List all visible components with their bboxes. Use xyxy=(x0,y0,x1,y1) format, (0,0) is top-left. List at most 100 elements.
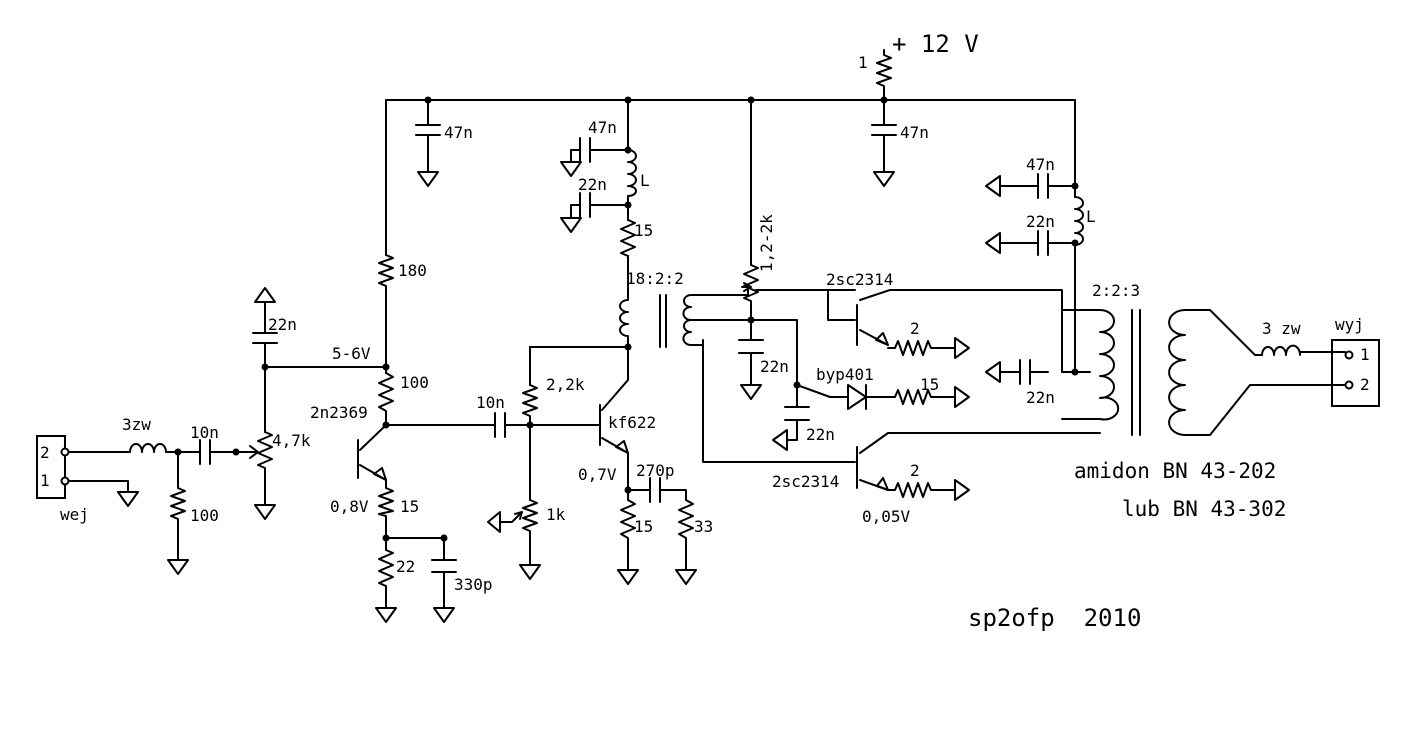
ground-icon xyxy=(417,171,439,187)
pot-wiper-1k xyxy=(511,511,523,523)
cap-22n-diode xyxy=(784,406,810,421)
resistor-2k2-label: 2,2k xyxy=(546,375,585,394)
pin-icon xyxy=(60,447,70,457)
ground-side-icon xyxy=(985,175,1001,197)
cap-22n-t1 xyxy=(738,339,764,354)
resistor-15-q2-label: 15 xyxy=(634,517,653,536)
junction xyxy=(424,96,432,104)
inductor-l2-label: L xyxy=(1086,207,1096,226)
ground-icon xyxy=(433,607,455,623)
core-note-2: lub BN 43-302 xyxy=(1122,497,1286,521)
input-connector-label: wej xyxy=(60,505,89,524)
connector-box xyxy=(36,435,66,499)
ground-right-icon xyxy=(954,386,970,408)
inductors xyxy=(129,149,1301,453)
voltage-5-6v-label: 5-6V xyxy=(332,344,371,363)
potentiometer-4-7k xyxy=(257,431,273,473)
pin-icon xyxy=(1344,350,1354,360)
junction xyxy=(526,421,534,429)
cap-22n-t1-label: 22n xyxy=(760,357,789,376)
supply-voltage-label: + 12 V xyxy=(892,30,979,58)
resistor-180 xyxy=(378,254,394,293)
q4-emitter-arrow xyxy=(876,477,889,491)
inductor-l1 xyxy=(627,149,637,197)
resistor-100-input xyxy=(170,487,186,525)
ground-side-icon xyxy=(985,232,1001,254)
resistor-1-2k-label: 1,2-2k xyxy=(757,214,776,272)
ground-side-icon xyxy=(487,511,501,533)
q3-emitter-arrow xyxy=(875,332,889,346)
resistor-22 xyxy=(378,549,394,589)
pot-wiper-1-2k xyxy=(741,282,752,292)
resistor-15-collector-label: 15 xyxy=(634,221,653,240)
pot-wiper xyxy=(235,445,259,459)
ground-right-icon xyxy=(954,337,970,359)
junction xyxy=(624,201,632,209)
output-connector-label: wyj xyxy=(1335,315,1364,334)
cap-10n-coupling-label: 10n xyxy=(476,393,505,412)
cap-47n-right-label: 47n xyxy=(900,123,929,142)
junction xyxy=(440,534,448,542)
ground-side-icon xyxy=(985,361,1001,383)
junction xyxy=(382,534,390,542)
cap-47n-l1 xyxy=(579,137,591,163)
junction xyxy=(382,421,390,429)
cap-22n-l1 xyxy=(579,192,591,218)
transistor-q3-label: 2sc2314 xyxy=(826,270,893,289)
resistor-15-emitter xyxy=(378,487,394,523)
junction xyxy=(747,316,755,324)
junction xyxy=(174,448,182,456)
cap-22n-l1-label: 22n xyxy=(578,175,607,194)
junction xyxy=(624,96,632,104)
transformer-t1-label: 18:2:2 xyxy=(626,269,684,288)
diode-label: byp401 xyxy=(816,365,874,384)
resistor-supply xyxy=(876,49,892,101)
cap-10n-input xyxy=(199,439,211,465)
grounds xyxy=(117,161,1001,623)
voltage-0-05v-label: 0,05V xyxy=(862,507,911,526)
input-connector xyxy=(36,435,70,499)
junctions xyxy=(174,96,1079,542)
transformer-t2 xyxy=(1061,309,1186,436)
ground-icon xyxy=(560,161,582,177)
output-pin2-label: 2 xyxy=(1360,375,1370,394)
ground-icon xyxy=(254,504,276,520)
resistors xyxy=(170,49,956,589)
resistor-180-label: 180 xyxy=(398,261,427,280)
input-pin1-label: 1 xyxy=(40,471,50,490)
resistor-15-emitter-label: 15 xyxy=(400,497,419,516)
resistor-supply-label: 1 xyxy=(858,53,868,72)
cap-22n-l2-label: 22n xyxy=(1026,212,1055,231)
ground-icon xyxy=(740,384,762,400)
pin-icon xyxy=(1344,380,1354,390)
junction xyxy=(747,96,755,104)
cap-47n-left-label: 47n xyxy=(444,123,473,142)
cap-22n-bias-label: 22n xyxy=(268,315,297,334)
resistor-100-collector xyxy=(378,372,394,422)
resistor-33 xyxy=(678,499,694,541)
ground-right-icon xyxy=(954,479,970,501)
cap-22n-l2 xyxy=(1037,230,1049,256)
cap-330p-label: 330p xyxy=(454,575,493,594)
cap-47n-l2-label: 47n xyxy=(1026,155,1055,174)
input-pin2-label: 2 xyxy=(40,443,50,462)
choke-input-label: 3zw xyxy=(122,415,151,434)
resistor-2k2 xyxy=(522,384,538,418)
pin-icon xyxy=(60,476,70,486)
diode-byp401 xyxy=(847,384,867,410)
resistor-1k-label: 1k xyxy=(546,505,566,524)
voltage-0-8v-label: 0,8V xyxy=(330,497,369,516)
junction xyxy=(793,381,801,389)
cap-22n-diode-label: 22n xyxy=(806,425,835,444)
resistor-1k xyxy=(522,499,538,537)
connector-box xyxy=(1331,339,1380,407)
ground-side-icon xyxy=(772,429,788,451)
capacitors xyxy=(199,124,1049,573)
transistor-q1-label: 2n2369 xyxy=(310,403,368,422)
resistor-2-q4 xyxy=(887,482,956,498)
resistor-15-diode xyxy=(894,389,932,405)
transistor-arrows xyxy=(373,332,889,491)
output-pin1-label: 1 xyxy=(1360,345,1370,364)
choke-output xyxy=(1261,344,1301,356)
